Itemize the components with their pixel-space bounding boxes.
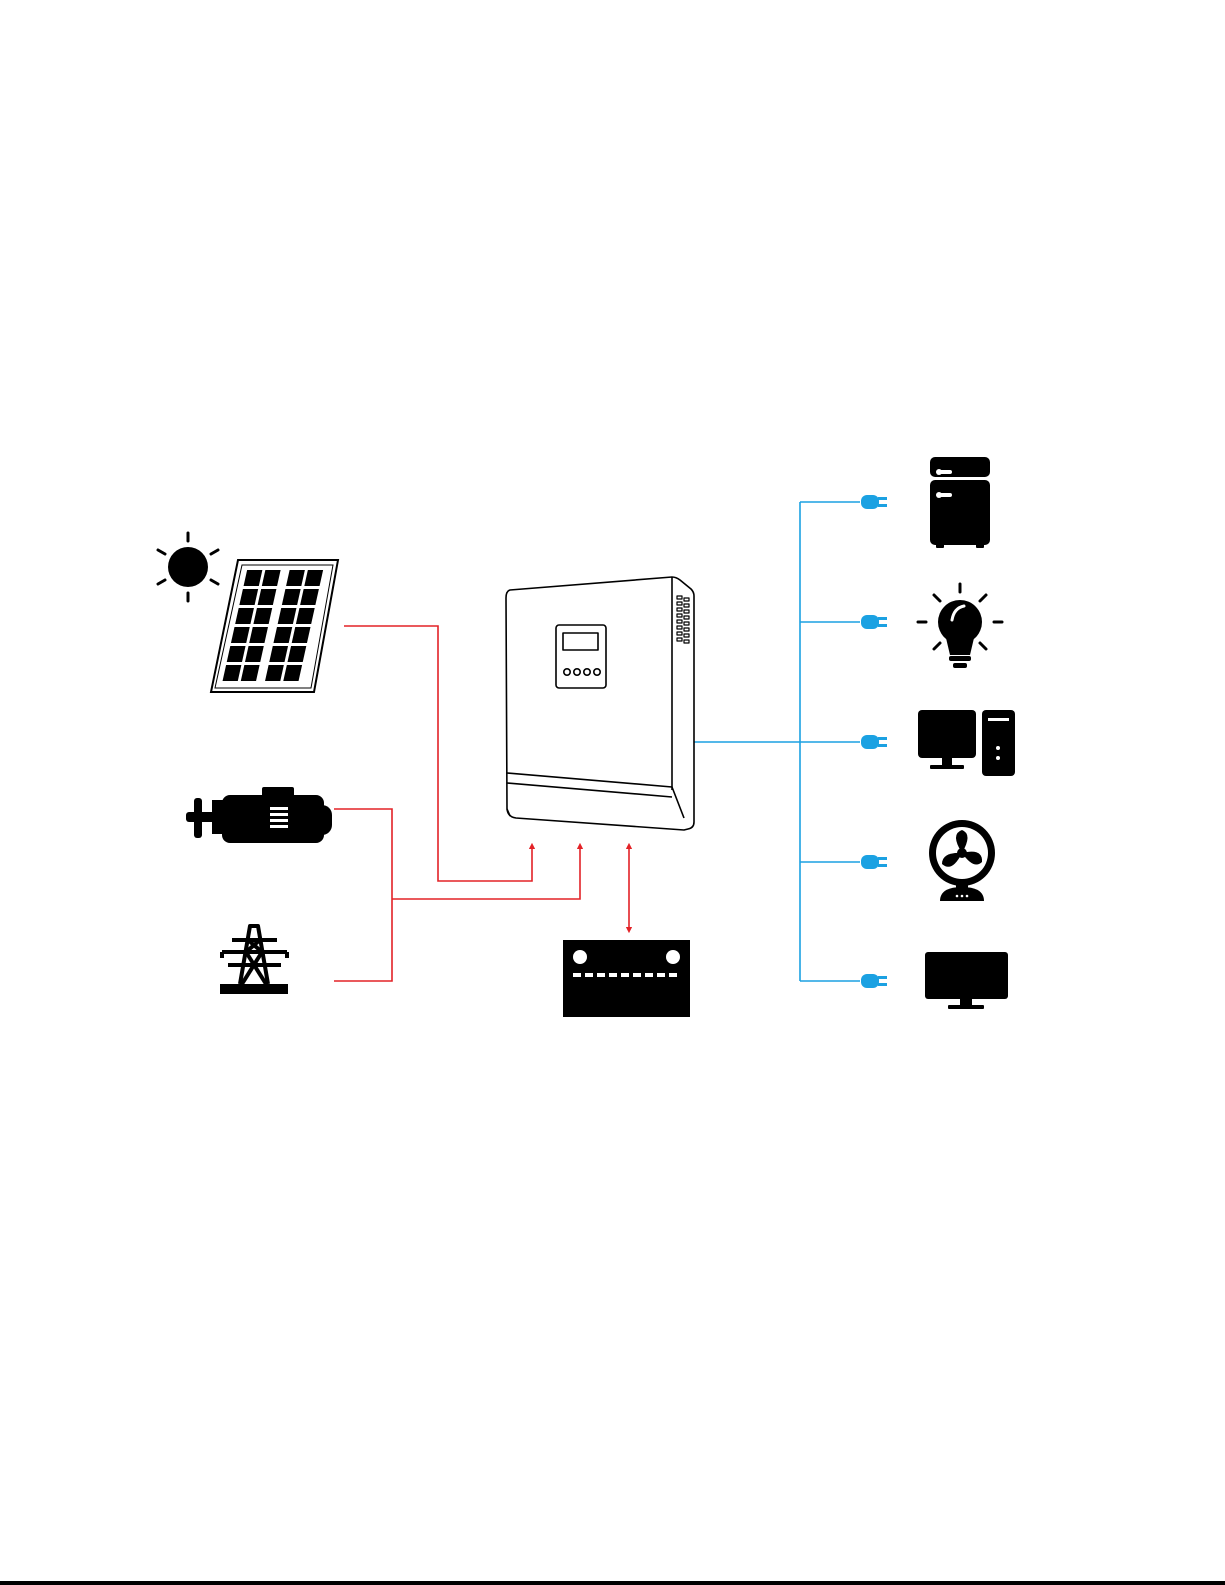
television-icon [925, 952, 1008, 1009]
plug-icon [861, 495, 887, 509]
battery-dash [621, 973, 629, 977]
battery-dash [645, 973, 653, 977]
battery-icon [563, 940, 690, 1017]
battery-dash [657, 973, 665, 977]
generator-line [334, 809, 392, 981]
desktop-computer-icon [918, 710, 1015, 776]
bottom-border [0, 1581, 1225, 1585]
plug-icon [861, 615, 887, 629]
fan-icon [929, 820, 995, 901]
battery-dash [573, 973, 581, 977]
plug-icon [861, 735, 887, 749]
battery-dash [669, 973, 677, 977]
output-connections [693, 502, 860, 981]
plug-icon [861, 974, 887, 988]
solar-line [344, 626, 532, 881]
light-bulb-icon [918, 584, 1002, 668]
refrigerator-icon [930, 457, 990, 548]
battery-dash [585, 973, 593, 977]
generator-icon [186, 787, 332, 843]
plug-icon [861, 855, 887, 869]
battery-dash [597, 973, 605, 977]
sun-icon [158, 533, 218, 601]
battery-dash [633, 973, 641, 977]
power-grid-tower-icon [220, 926, 288, 994]
inverter-icon [506, 577, 694, 830]
grid-merge-line [392, 846, 580, 899]
plug-icons [861, 495, 887, 988]
battery-dash [609, 973, 617, 977]
solar-panel-icon [211, 560, 338, 692]
